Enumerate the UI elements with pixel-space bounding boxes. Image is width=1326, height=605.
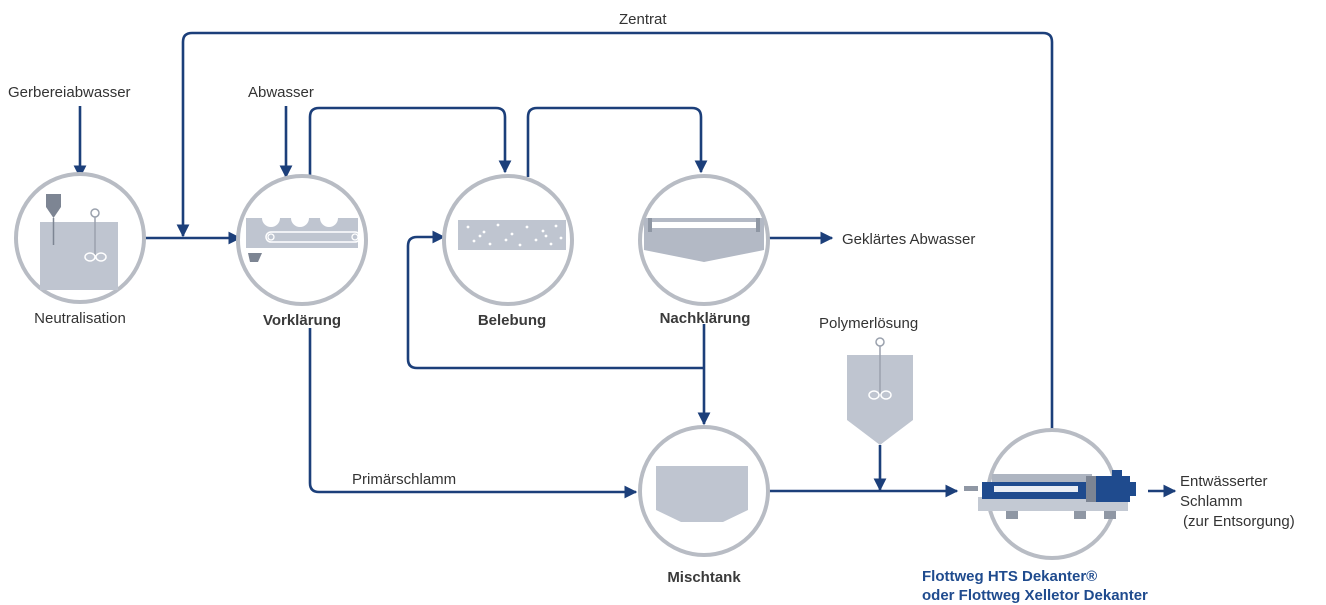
agitator-icon — [84, 208, 107, 262]
settling-tank-icon — [644, 218, 764, 262]
label-abwasser: Abwasser — [248, 84, 314, 101]
label-neutralisation: Neutralisation — [34, 310, 126, 327]
vorklaerung-unit — [236, 174, 368, 306]
label-entwaesserter-schlamm-line3: (zur Entsorgung) — [1183, 513, 1295, 530]
flow-lines — [73, 31, 1177, 499]
dosing-lance-icon — [46, 194, 61, 245]
label-nachklaerung: Nachklärung — [660, 310, 751, 327]
aeration-bubbles-icon — [466, 223, 563, 247]
label-polymerloesung: Polymerlösung — [819, 315, 918, 332]
label-gerbereiabwasser: Gerbereiabwasser — [8, 84, 131, 101]
neutralisation-unit — [14, 172, 146, 304]
mischtank-unit — [638, 425, 770, 557]
label-zentrat: Zentrat — [619, 11, 667, 28]
flow-belebung-to-nachklaerung — [526, 106, 708, 177]
conveyor-icon — [265, 231, 361, 243]
label-mischtank: Mischtank — [667, 569, 741, 586]
label-vorklaerung: Vorklärung — [263, 312, 341, 329]
label-entwaesserter-schlamm-line1: Entwässerter — [1180, 473, 1268, 490]
label-belebung: Belebung — [478, 312, 546, 329]
mixing-tank-icon — [656, 466, 748, 522]
belebung-unit — [442, 174, 574, 306]
label-primaerschlamm: Primärschlamm — [352, 471, 456, 488]
flow-vorklaerung-to-belebung — [308, 106, 512, 177]
label-geklaertes-abwasser: Geklärtes Abwasser — [842, 231, 975, 248]
label-dekanter-line2: oder Flottweg Xelletor Dekanter — [922, 587, 1148, 604]
label-dekanter-line1: Flottweg HTS Dekanter® — [922, 568, 1097, 585]
nachklaerung-unit — [638, 174, 770, 306]
decanter-centrifuge-icon — [964, 470, 1136, 519]
flow-zentrat-return — [176, 31, 1054, 432]
flow-recirculation-to-belebung — [406, 230, 704, 370]
dekanter-unit — [964, 428, 1136, 560]
label-entwaesserter-schlamm-line2: Schlamm — [1180, 493, 1243, 510]
flow-primaerschlamm — [308, 328, 638, 499]
polymer-tank — [847, 337, 913, 445]
